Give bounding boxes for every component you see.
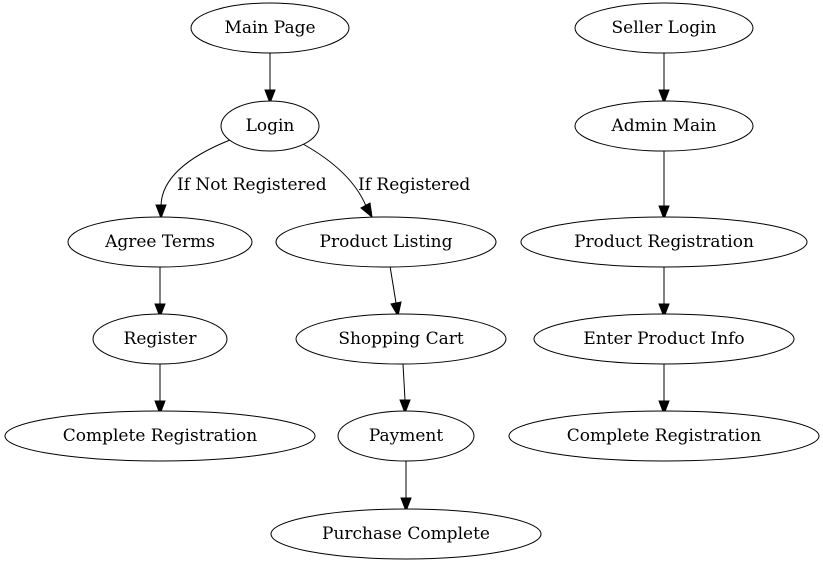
node-seller-login: Seller Login bbox=[574, 2, 754, 54]
edge-shopping-cart-to-payment bbox=[399, 363, 411, 415]
node-register-label: Register bbox=[124, 329, 198, 349]
node-seller-login-label: Seller Login bbox=[612, 18, 717, 38]
node-complete-registration-seller: Complete Registration bbox=[508, 410, 820, 462]
edge-agree-terms-to-register bbox=[154, 266, 166, 319]
edge-label-not-registered: If Not Registered bbox=[177, 175, 327, 195]
node-admin-main: Admin Main bbox=[574, 100, 754, 152]
edge-admin-main-to-product-registration bbox=[658, 151, 670, 221]
node-purchase-complete: Purchase Complete bbox=[270, 508, 542, 560]
node-purchase-complete-label: Purchase Complete bbox=[322, 524, 490, 544]
node-product-registration: Product Registration bbox=[520, 216, 808, 268]
edge-seller-login-to-admin-main bbox=[658, 53, 670, 105]
node-admin-main-label: Admin Main bbox=[611, 116, 717, 136]
node-enter-product-info: Enter Product Info bbox=[533, 313, 795, 365]
node-main-page: Main Page bbox=[190, 2, 350, 54]
node-product-listing: Product Listing bbox=[275, 216, 497, 268]
edge-payment-to-purchase-complete bbox=[400, 461, 412, 513]
edge-login-to-product-listing bbox=[302, 143, 373, 219]
edge-product-listing-to-shopping-cart bbox=[389, 265, 402, 318]
edge-register-to-complete-registration bbox=[154, 363, 166, 416]
node-agree-terms-label: Agree Terms bbox=[104, 232, 215, 252]
node-product-listing-label: Product Listing bbox=[320, 232, 453, 252]
node-payment-label: Payment bbox=[369, 426, 444, 446]
node-complete-registration-user-label: Complete Registration bbox=[63, 426, 258, 446]
node-register: Register bbox=[92, 313, 228, 365]
node-complete-registration-seller-label: Complete Registration bbox=[567, 426, 762, 446]
node-enter-product-info-label: Enter Product Info bbox=[583, 329, 744, 349]
node-shopping-cart-label: Shopping Cart bbox=[338, 329, 464, 349]
node-shopping-cart: Shopping Cart bbox=[295, 313, 507, 365]
node-login: Login bbox=[220, 100, 320, 152]
edge-login-to-agree-terms bbox=[155, 139, 231, 220]
edge-main-page-to-login bbox=[264, 53, 276, 105]
edge-enter-product-info-to-complete-registration bbox=[658, 364, 670, 416]
node-main-page-label: Main Page bbox=[224, 18, 315, 38]
node-complete-registration-user: Complete Registration bbox=[4, 410, 316, 462]
node-payment: Payment bbox=[337, 410, 475, 462]
node-login-label: Login bbox=[246, 116, 295, 136]
node-agree-terms: Agree Terms bbox=[67, 216, 253, 268]
edge-product-registration-to-enter-product-info bbox=[658, 266, 670, 319]
edge-label-registered: If Registered bbox=[358, 175, 470, 195]
node-product-registration-label: Product Registration bbox=[574, 232, 754, 252]
